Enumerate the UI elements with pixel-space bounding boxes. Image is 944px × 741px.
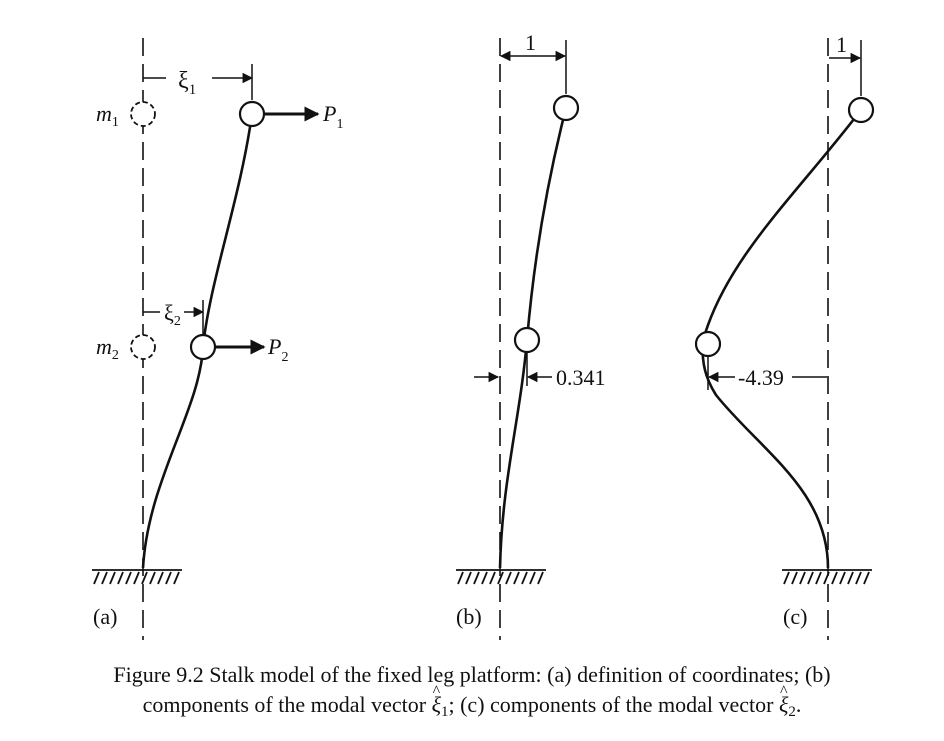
modal-vector-2-symbol: ξ [779,677,788,720]
panel-c: 1 -4.39 (c) [694,32,875,640]
panel-b-ground [456,569,546,585]
caption-line-1: Figure 9.2 Stalk model of the fixed leg … [113,662,831,687]
figure-caption: Figure 9.2 Stalk model of the fixed leg … [0,660,944,727]
panel-c-ground [782,569,872,585]
mass-2-undeformed [130,334,156,360]
panel-a-label: (a) [93,604,117,629]
mass-1-undeformed [130,101,156,127]
panel-a-ground [92,569,182,585]
panel-c-lower-value: -4.39 [738,365,784,390]
caption-line-2: components of the modal vector ξ1; (c) c… [0,677,944,727]
modal-vector-1-subscript: 1 [440,704,449,720]
mass-2-displaced [189,333,217,361]
mass-2-label: m2 [96,334,119,363]
xi-2-label: ξ2 [164,300,181,329]
force-2-label: P2 [267,334,288,365]
panel-b-mass-2 [513,326,541,354]
panel-b-lower-value: 0.341 [556,365,606,390]
panel-c-mass-1 [847,96,875,124]
caption-line-2-suffix: . [795,692,802,717]
caption-line-2-middle: ; (c) components of the modal vector [448,692,779,717]
modal-vector-2-subscript: 2 [788,704,796,720]
panel-c-mode-shape-2 [701,109,863,569]
panel-c-label: (c) [783,604,807,629]
panel-b-mass-1 [552,94,580,122]
modal-vector-1-symbol: ξ [432,677,441,720]
panel-c-mass-2 [694,330,722,358]
panel-b: 1 0.341 (b) [456,30,606,640]
mass-1-displaced [238,100,266,128]
panel-b-label: (b) [456,604,482,629]
caption-line-2-prefix: components of the modal vector [142,692,432,717]
mass-1-label: m1 [96,101,119,130]
panel-b-top-value: 1 [525,30,536,55]
xi-1-label: ξ1 [178,68,196,98]
panel-c-top-value: 1 [836,32,847,57]
force-1-label: P1 [322,101,343,132]
panel-a: ξ1 ξ2 m1 m2 P1 P2 (a) [92,38,343,640]
